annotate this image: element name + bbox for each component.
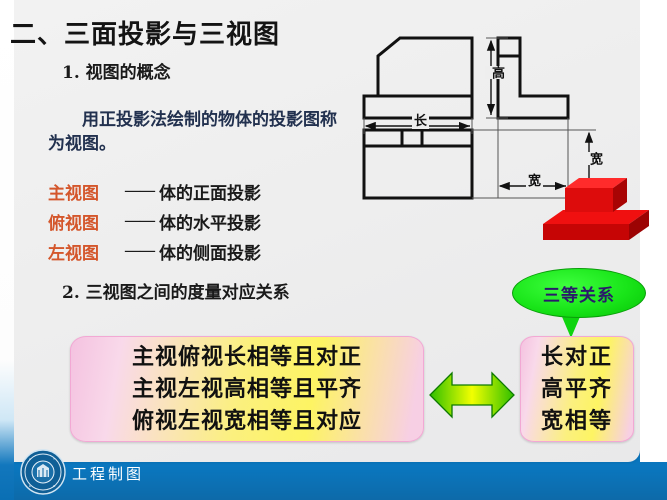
rule-line: 俯视左视宽相等且对应: [131, 408, 362, 434]
definition-row: 主视图 —— 体的正面投影: [48, 176, 368, 206]
drawing-svg: [362, 36, 596, 200]
section-1-heading: 1. 视图的概念: [62, 63, 171, 83]
rule-line: 高平齐: [540, 376, 613, 402]
rule-line: 主视左视高相等且平齐: [131, 376, 362, 402]
front-view-upper: [376, 36, 474, 98]
section-2-heading: 2. 三视图之间的度量对应关系: [62, 283, 290, 303]
side-view-outline: [496, 36, 570, 120]
svg-text:Y: Y: [53, 457, 55, 461]
page-title: 二、三面投影与三视图: [10, 20, 281, 50]
callout-bubble: 三等关系: [512, 268, 646, 318]
rules-plaque-left: 主视俯视长相等且对正 主视左视高相等且平齐 俯视左视宽相等且对应: [70, 336, 424, 442]
dimension-label-width-side: 宽: [526, 170, 544, 189]
svg-text:U: U: [29, 457, 31, 461]
definition-dash: ——: [124, 241, 156, 261]
svg-text:E: E: [29, 484, 31, 488]
definition-row: 俯视图 —— 体的水平投影: [48, 206, 368, 236]
solid-svg: [543, 178, 649, 240]
arrow-shape: [429, 371, 515, 419]
rule-line: 长对正: [540, 344, 613, 370]
dimension-label-height: 高: [485, 66, 508, 79]
solid-base-side: [629, 210, 649, 240]
top-view-outline: [362, 128, 474, 200]
definition-meaning: 体的侧面投影: [159, 243, 261, 264]
dimension-label-length: 长: [412, 110, 430, 129]
university-seal-icon: U Y E G: [20, 449, 66, 495]
definition-dash: ——: [124, 181, 156, 201]
red-3d-solid: [541, 172, 653, 258]
solid-block-top: [565, 178, 627, 188]
definition-row: 左视图 —— 体的侧面投影: [48, 236, 368, 266]
seal-svg: U Y E G: [20, 449, 66, 495]
concept-paragraph: 用正投影法绘制的物体的投影图称为视图。: [48, 110, 337, 155]
callout-label: 三等关系: [543, 285, 615, 306]
definition-meaning: 体的水平投影: [159, 213, 261, 234]
dimension-label-width-top: 宽: [583, 152, 606, 165]
solid-base-top: [543, 210, 649, 224]
three-view-drawing: 长 高 宽 宽: [360, 34, 630, 264]
callout-pointer: [560, 312, 582, 338]
definition-list: 主视图 —— 体的正面投影 俯视图 —— 体的水平投影 左视图 —— 体的侧面投…: [48, 176, 368, 266]
rule-line: 宽相等: [540, 408, 613, 434]
solid-block-front: [565, 188, 613, 212]
definition-term: 左视图: [48, 243, 99, 264]
left-rail: [0, 0, 14, 500]
arrow-svg: [429, 371, 515, 419]
solid-block-side: [613, 178, 627, 212]
bidirectional-arrow: [428, 366, 516, 424]
rule-line: 主视俯视长相等且对正: [131, 344, 362, 370]
footer-course-title: 工程制图: [72, 465, 145, 483]
rules-plaque-right: 长对正 高平齐 宽相等: [520, 336, 634, 442]
definition-dash: ——: [124, 211, 156, 231]
solid-base-front: [543, 224, 629, 240]
svg-text:G: G: [53, 484, 56, 488]
definition-term: 俯视图: [48, 213, 99, 234]
definition-term: 主视图: [48, 183, 99, 204]
definition-meaning: 体的正面投影: [159, 183, 261, 204]
panel-right-margin: [640, 0, 667, 462]
